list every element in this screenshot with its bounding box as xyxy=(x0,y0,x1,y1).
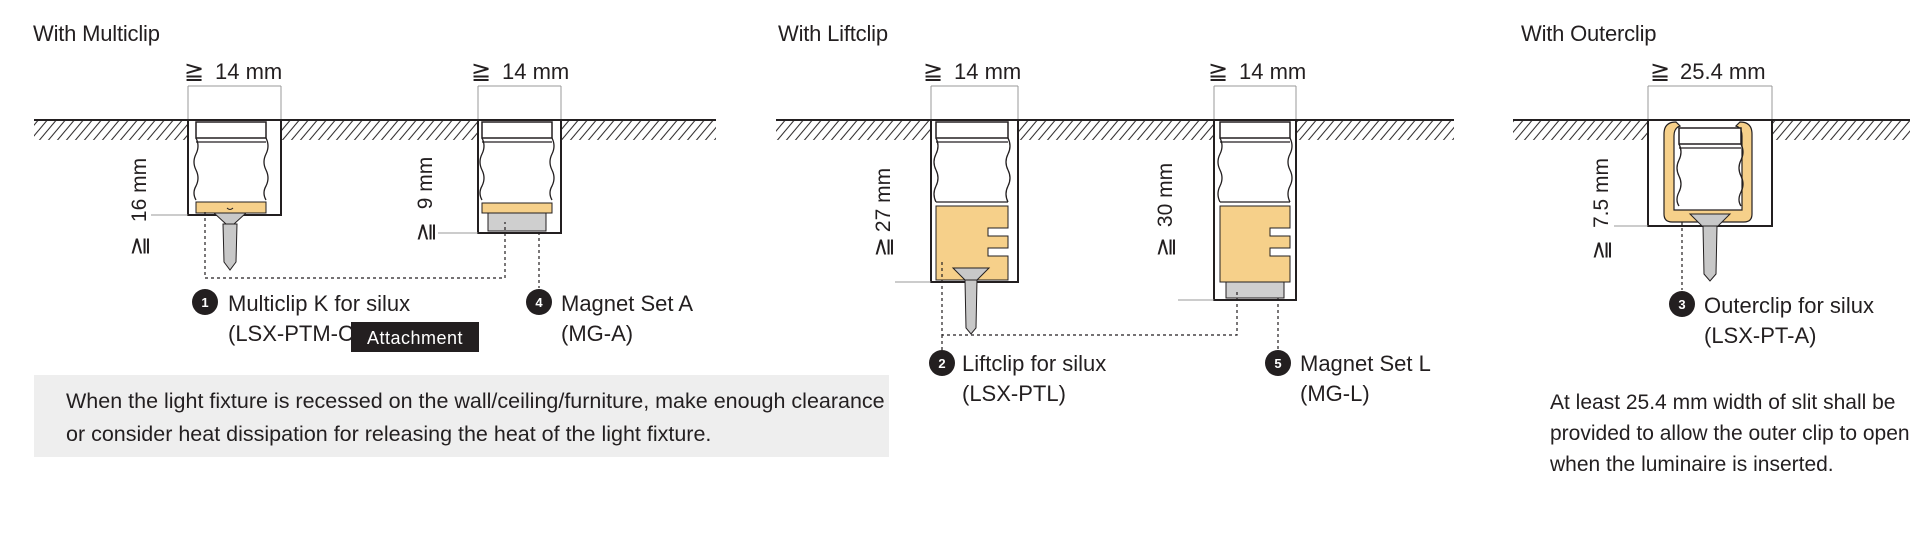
svg-text:7.5 mm: 7.5 mm xyxy=(1590,158,1613,228)
depth-dimension-magnet-set-a: 9 mm ≧ xyxy=(412,157,478,242)
callout-magnet-set-l: 5 Magnet Set L (MG-L) xyxy=(1265,350,1431,406)
callout-magnet-set-a: 4 Magnet Set A (MG-A) xyxy=(526,289,693,346)
width-dimension-outerclip: ≧ 25.4 mm xyxy=(1650,58,1766,85)
svg-text:9 mm: 9 mm xyxy=(414,157,437,210)
svg-text:4: 4 xyxy=(535,295,543,310)
svg-text:≧: ≧ xyxy=(184,58,204,85)
ceiling-surface-multiclip xyxy=(34,119,716,140)
width-dimension-magnet-set-l: ≧ 14 mm xyxy=(1208,58,1306,85)
recess-liftclip xyxy=(930,85,1019,335)
svg-text:3: 3 xyxy=(1678,297,1685,312)
recess-magnet-set-l xyxy=(1213,85,1297,301)
svg-text:Outerclip for silux: Outerclip for silux xyxy=(1704,293,1874,318)
callout-multiclip-k: 1 Multiclip K for silux (LSX-PTM-C) Atta… xyxy=(192,289,479,352)
attachment-badge xyxy=(351,322,479,352)
svg-text:(LSX-PTM-C): (LSX-PTM-C) xyxy=(228,321,361,346)
recess-clearance-note-text: When the light fixture is recessed on th… xyxy=(66,389,885,446)
svg-text:5: 5 xyxy=(1274,356,1281,371)
svg-text:≧: ≧ xyxy=(471,58,491,85)
svg-text:≧: ≧ xyxy=(1152,237,1179,257)
svg-text:(LSX-PTL): (LSX-PTL) xyxy=(962,381,1066,406)
svg-text:≧: ≧ xyxy=(126,236,153,256)
svg-text:16 mm: 16 mm xyxy=(128,158,151,222)
depth-dimension-multiclip-k: 16 mm ≧ xyxy=(126,158,188,256)
svg-text:Magnet Set A: Magnet Set A xyxy=(561,291,693,316)
svg-text:1: 1 xyxy=(201,295,208,310)
svg-text:30 mm: 30 mm xyxy=(1154,163,1177,227)
svg-text:27 mm: 27 mm xyxy=(872,168,895,232)
svg-text:14 mm: 14 mm xyxy=(215,59,282,84)
recess-magnet-set-a xyxy=(477,85,562,234)
svg-text:14 mm: 14 mm xyxy=(954,59,1021,84)
svg-text:(MG-A): (MG-A) xyxy=(561,321,633,346)
width-dimension-liftclip: ≧ 14 mm xyxy=(923,58,1021,85)
depth-dimension-liftclip: 27 mm ≧ xyxy=(870,168,931,283)
width-dimension-multiclip-k: ≧ 14 mm xyxy=(184,58,282,85)
svg-text:(MG-L): (MG-L) xyxy=(1300,381,1370,406)
svg-text:Magnet Set L: Magnet Set L xyxy=(1300,351,1431,376)
ceiling-surface-outerclip xyxy=(1513,119,1910,140)
svg-text:Liftclip for silux: Liftclip for silux xyxy=(962,351,1106,376)
outerclip-slit-note-text: At least 25.4 mm width of slit shall be … xyxy=(1550,391,1910,476)
recess-multiclip-k xyxy=(187,85,282,271)
recess-clearance-note: When the light fixture is recessed on th… xyxy=(34,375,889,457)
outerclip-slit-note: At least 25.4 mm width of slit shall be … xyxy=(1550,387,1910,480)
svg-text:≧: ≧ xyxy=(412,222,439,242)
callout-liftclip: 2 Liftclip for silux (LSX-PTL) xyxy=(929,350,1106,406)
svg-text:14 mm: 14 mm xyxy=(1239,59,1306,84)
section-title-liftclip: With Liftclip xyxy=(778,21,888,46)
section-title-outerclip: With Outerclip xyxy=(1521,21,1656,46)
depth-dimension-magnet-set-l: 30 mm ≧ xyxy=(1152,163,1214,301)
svg-text:2: 2 xyxy=(938,356,945,371)
width-dimension-magnet-set-a: ≧ 14 mm xyxy=(471,58,569,85)
leader-lines-liftclip xyxy=(941,262,1279,350)
svg-text:Multiclip K for silux: Multiclip K for silux xyxy=(228,291,410,316)
section-title-multiclip: With Multiclip xyxy=(33,21,160,46)
leader-lines-multiclip xyxy=(204,212,540,288)
svg-text:Attachment: Attachment xyxy=(367,328,463,348)
svg-text:≧: ≧ xyxy=(923,58,943,85)
svg-text:(LSX-PT-A): (LSX-PT-A) xyxy=(1704,323,1816,348)
svg-text:≧: ≧ xyxy=(870,237,897,257)
svg-text:25.4 mm: 25.4 mm xyxy=(1680,59,1766,84)
callout-outerclip: 3 Outerclip for silux (LSX-PT-A) xyxy=(1669,291,1874,348)
svg-text:≧: ≧ xyxy=(1588,240,1615,260)
svg-text:≧: ≧ xyxy=(1208,58,1228,85)
svg-text:14 mm: 14 mm xyxy=(502,59,569,84)
svg-text:≧: ≧ xyxy=(1650,58,1670,85)
recess-outerclip xyxy=(1647,85,1773,282)
depth-dimension-outerclip: 7.5 mm ≧ xyxy=(1588,158,1648,260)
ceiling-surface-liftclip xyxy=(776,119,1454,140)
